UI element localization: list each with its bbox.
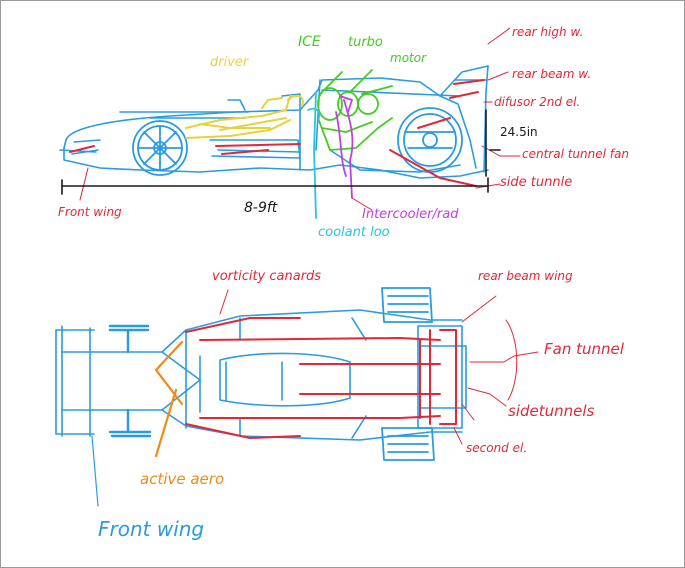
label-rear-beam-wing-top: rear beam wing — [478, 269, 573, 283]
rear-wheel — [397, 107, 463, 173]
side-view — [59, 27, 521, 219]
labels: driver ICE turbo motor rear high w. rear… — [58, 25, 629, 541]
rear-tyres — [381, 287, 435, 461]
top-leaders — [219, 289, 539, 445]
label-ice: ICE — [298, 34, 321, 50]
coolant-loop-sketch — [307, 91, 321, 219]
side-aero-leaders — [79, 27, 521, 211]
top-aero-red — [185, 317, 457, 439]
powertrain-sketch — [317, 69, 393, 151]
label-front-wing-top: Front wing — [98, 517, 204, 541]
label-diffuser: difusor 2nd el. — [494, 95, 580, 109]
front-wing-leader — [91, 435, 99, 507]
label-vorticity-canards: vorticity canards — [212, 269, 321, 284]
label-length: 8-9ft — [244, 200, 278, 216]
front-wheel — [132, 120, 188, 176]
label-rear-beam-wing-side: rear beam w. — [512, 67, 591, 81]
side-aero-red — [69, 79, 485, 187]
label-active-aero: active aero — [140, 470, 224, 488]
side-body-outline — [59, 65, 489, 179]
label-driver: driver — [210, 55, 250, 70]
side-dimensions — [61, 109, 501, 195]
top-view — [55, 287, 539, 507]
label-side-tunnels: sidetunnels — [508, 402, 595, 420]
label-coolant-loop: coolant loo — [318, 225, 390, 240]
label-intercooler: Intercooler/rad — [362, 207, 459, 222]
label-central-tunnel-fan: central tunnel fan — [522, 147, 629, 161]
label-turbo: turbo — [348, 35, 383, 50]
label-rear-high-wing: rear high w. — [512, 25, 583, 39]
driver-sketch — [185, 94, 304, 139]
active-aero-sketch — [154, 340, 184, 458]
label-fan-tunnel: Fan tunnel — [544, 340, 625, 358]
label-side-tunnel: side tunnle — [500, 175, 572, 190]
label-second-el: second el. — [466, 441, 527, 455]
label-motor: motor — [390, 51, 427, 65]
front-tyres — [108, 324, 152, 438]
intercooler-sketch — [335, 95, 354, 199]
label-front-wing-side: Front wing — [58, 205, 122, 219]
label-height: 24.5in — [500, 125, 538, 139]
